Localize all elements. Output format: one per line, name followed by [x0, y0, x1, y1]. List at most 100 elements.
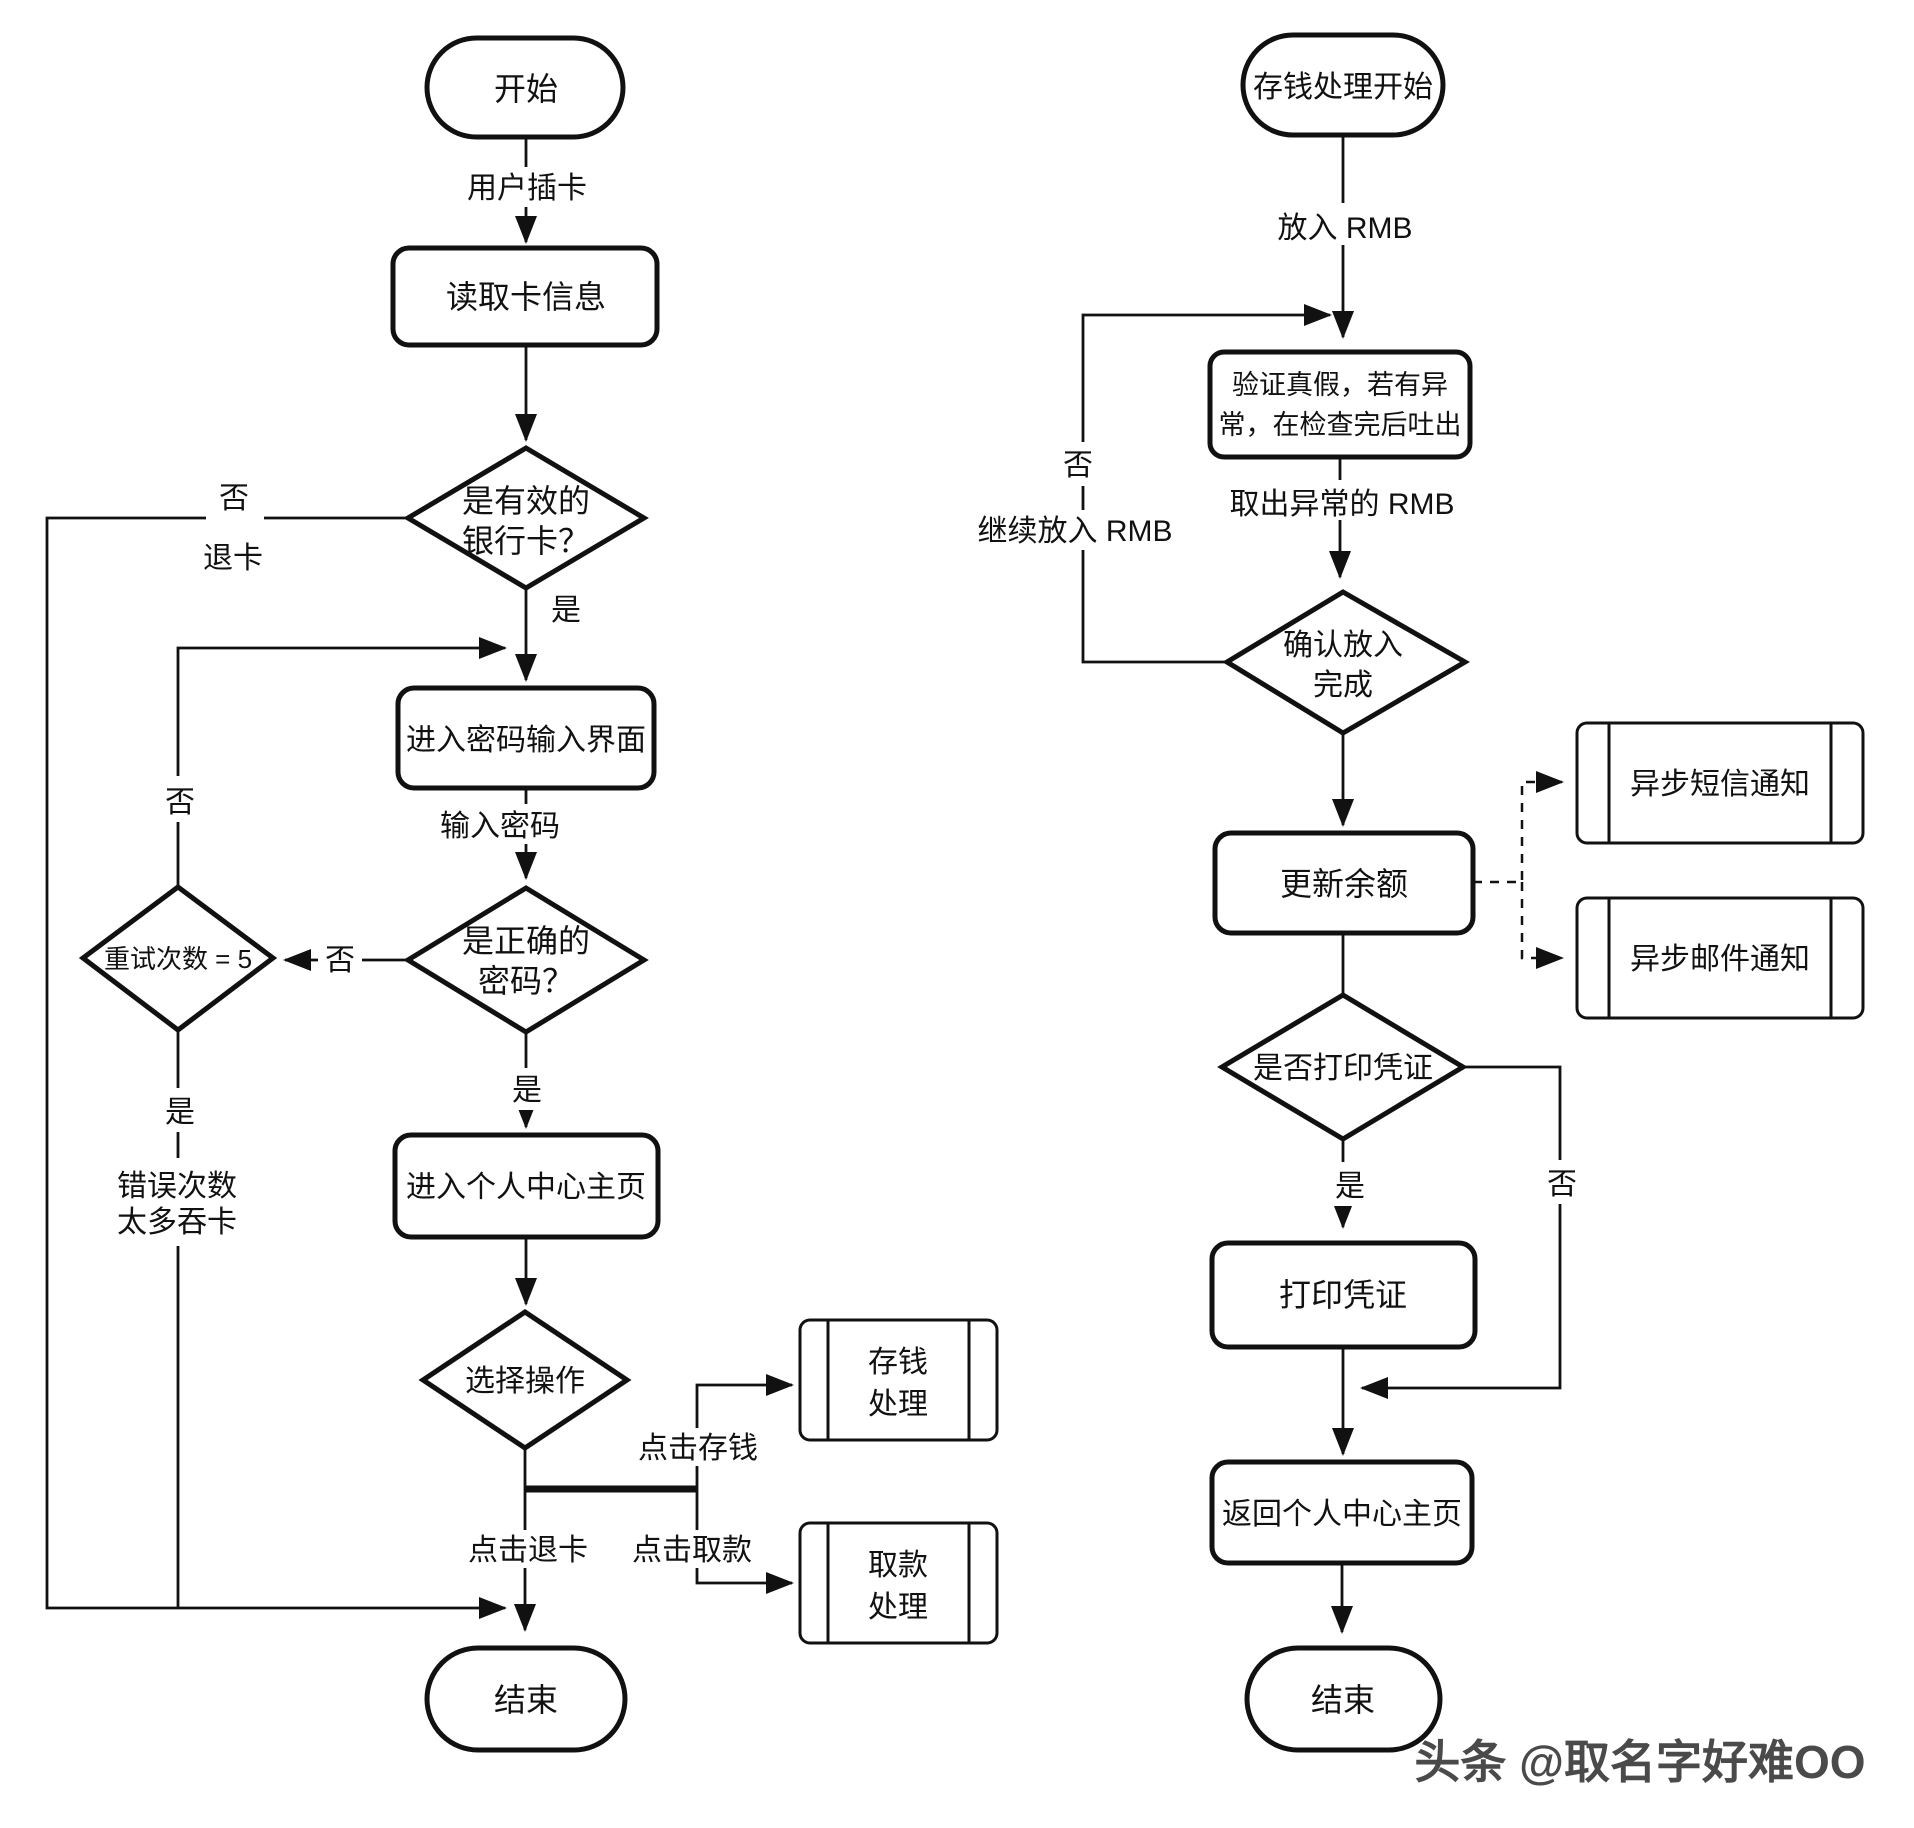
async-sms-subroutine-node	[1575, 721, 1865, 845]
verify-line1: 验证真假，若有异	[1232, 370, 1448, 400]
right-flowchart-edges	[1081, 135, 1564, 1634]
valid-card-q-line1: 是有效的	[462, 483, 590, 519]
update-balance-node	[1212, 830, 1476, 936]
read-card-label: 读取卡信息	[446, 279, 606, 315]
click-eject-label: 点击退卡	[468, 1534, 588, 1567]
right-start-node	[1240, 32, 1446, 138]
edge-async-mail-dashed	[1520, 882, 1564, 969]
label-bg	[636, 1428, 762, 1466]
correct-pin-q-line2: 密码？	[478, 963, 574, 999]
label-bg	[630, 1530, 756, 1568]
retry-count-label: 重试次数 = 5	[104, 944, 252, 974]
confirm-insert-decision	[1222, 589, 1470, 736]
retry-no-label: 否	[165, 786, 195, 819]
correct-pin-decision	[403, 885, 649, 1035]
deposit-subroutine-box	[798, 1318, 999, 1442]
label-bg	[464, 1530, 590, 1568]
async-mail-box	[1575, 896, 1865, 1020]
async-mail-subroutine-node	[1575, 896, 1865, 1020]
correct-pin-q-line1: 是正确的	[462, 923, 590, 959]
label-bg	[462, 167, 592, 207]
correct-pin-yes-label: 是	[512, 1074, 542, 1107]
print-receipt-label: 打印凭证	[1279, 1277, 1407, 1313]
deposit-subroutine-line2: 处理	[868, 1388, 928, 1421]
print-yes-label: 是	[1335, 1170, 1365, 1203]
retry-count-decision	[78, 883, 278, 1034]
label-bg	[1326, 1162, 1372, 1206]
personal-home-label: 进入个人中心主页	[406, 1171, 646, 1204]
personal-home-node	[392, 1132, 661, 1240]
right-end-node	[1244, 1645, 1443, 1753]
deposit-subroutine-line1: 存钱	[868, 1346, 928, 1379]
back-home-node	[1209, 1459, 1475, 1566]
withdraw-subroutine-line2: 处理	[868, 1591, 928, 1624]
right-start-label: 存钱处理开始	[1253, 71, 1433, 104]
update-balance-label: 更新余额	[1280, 866, 1408, 902]
print-q-label: 是否打印凭证	[1253, 1052, 1433, 1085]
async-sms-box	[1575, 721, 1865, 845]
edge-confirm-no-loop	[1081, 304, 1332, 664]
right-flowchart-nodes	[1207, 32, 1865, 1753]
enter-pin-node	[395, 685, 657, 791]
watermark-text: 头条 @取名字好难OO	[1414, 1736, 1865, 1788]
click-deposit-label: 点击存钱	[638, 1432, 758, 1465]
confirm-q-line1: 确认放入	[1283, 629, 1403, 662]
print-receipt-node	[1209, 1240, 1478, 1350]
withdraw-subroutine-line1: 取款	[868, 1549, 928, 1582]
label-bg	[504, 1068, 550, 1110]
valid-card-decision	[403, 445, 649, 591]
left-start-label: 开始	[494, 71, 558, 107]
right-end-label: 结束	[1311, 1682, 1375, 1718]
async-mail-label: 异步邮件通知	[1630, 943, 1810, 976]
read-card-node	[390, 245, 660, 348]
valid-card-no-label: 否	[219, 482, 249, 515]
withdraw-subroutine-box	[798, 1521, 999, 1645]
label-bg	[108, 1158, 246, 1246]
label-bg	[206, 486, 264, 536]
valid-card-q-line2: 银行卡？	[462, 523, 590, 559]
withdraw-subroutine-node	[798, 1521, 999, 1645]
label-bg	[438, 804, 562, 844]
verify-node	[1207, 349, 1473, 460]
correct-pin-no-label: 否	[325, 944, 355, 977]
label-bg	[1268, 203, 1420, 245]
label-bg	[157, 1088, 201, 1132]
swallow-card-line1: 错误次数	[117, 1170, 237, 1203]
click-withdraw-label: 点击取款	[632, 1534, 752, 1567]
enter-pin-label: 进入密码输入界面	[406, 724, 646, 757]
label-bg	[318, 930, 362, 972]
left-flowchart-label-backgrounds	[108, 167, 762, 1568]
edge-enter-pin-label: 输入密码	[440, 810, 560, 843]
retry-yes-label: 是	[165, 1096, 195, 1129]
remove-abnormal-label: 取出异常的 RMB	[1230, 488, 1455, 521]
label-bg	[156, 776, 202, 822]
back-home-label: 返回个人中心主页	[1222, 1498, 1462, 1531]
left-flowchart-edges	[45, 137, 794, 1632]
left-end-node	[424, 1645, 628, 1753]
edge-insert-card-label: 用户插卡	[467, 172, 587, 205]
label-bg	[950, 510, 1200, 550]
right-flowchart-label-backgrounds	[950, 203, 1584, 1206]
right-flowchart-text: 存钱处理开始 放入 RMB 验证真假，若有异 常，在检查完后吐出 否 继续放入 …	[978, 71, 1811, 1718]
choose-op-decision	[418, 1308, 632, 1452]
edge-printq-no-bypass	[1360, 1065, 1562, 1399]
edge-click-withdraw	[695, 1489, 794, 1594]
edge-async-sms-dashed	[1473, 771, 1564, 884]
verify-line2: 常，在检查完后吐出	[1219, 410, 1462, 440]
label-bg	[1538, 1160, 1584, 1204]
left-flowchart-nodes	[78, 35, 999, 1753]
left-start-node	[424, 35, 626, 140]
edge-validq-no-eject	[45, 516, 507, 1619]
choose-op-label: 选择操作	[465, 1365, 585, 1398]
async-sms-label: 异步短信通知	[1630, 768, 1810, 801]
label-bg	[1230, 480, 1454, 520]
valid-card-yes-label: 是	[551, 594, 581, 627]
deposit-subroutine-node	[798, 1318, 999, 1442]
left-end-label: 结束	[494, 1682, 558, 1718]
continue-rmb-label: 继续放入 RMB	[978, 515, 1173, 548]
swallow-card-line2: 太多吞卡	[117, 1206, 237, 1239]
print-no-label: 否	[1547, 1168, 1577, 1201]
edge-insert-rmb-label: 放入 RMB	[1278, 212, 1413, 245]
print-receipt-decision	[1217, 992, 1468, 1142]
